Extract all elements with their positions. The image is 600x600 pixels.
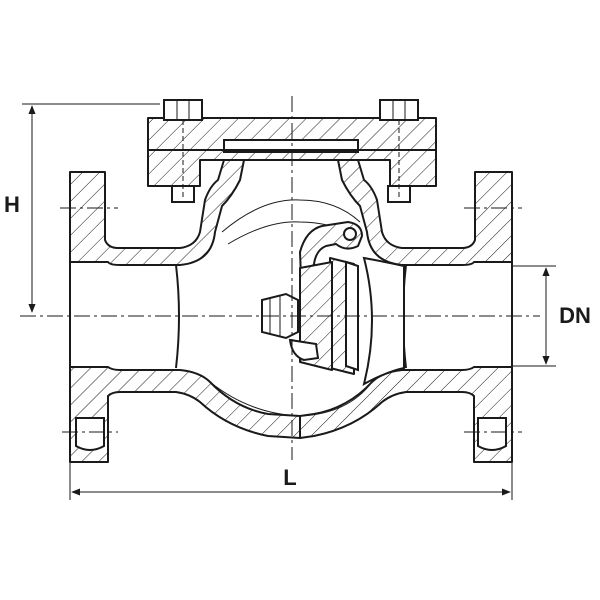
right-bore-outline — [402, 262, 513, 369]
disc-retainer — [288, 338, 320, 362]
cavity-lower-curve — [209, 381, 373, 417]
center-lines — [20, 96, 540, 460]
bonnet-lower-flange — [147, 149, 437, 187]
right-flange-lower — [299, 366, 513, 463]
seat-ring — [362, 256, 405, 386]
left-bonnet-bolt — [163, 99, 203, 203]
disc-assembly — [261, 221, 405, 386]
left-flange-bolt-slot — [75, 417, 105, 451]
right-flange-bolt-slot — [477, 417, 507, 451]
left-flange-lower — [69, 366, 301, 463]
hinge-arm — [299, 221, 363, 303]
bore-label: DN — [559, 303, 591, 328]
hinge-pin — [343, 227, 357, 241]
right-bonnet-bolt — [379, 99, 419, 203]
left-bore-outline — [69, 262, 180, 369]
bore-dimension: DN — [512, 265, 591, 367]
height-label: H — [4, 192, 20, 217]
cavity-upper-curve — [221, 199, 361, 233]
length-label: L — [283, 465, 296, 490]
height-dimension: H — [4, 103, 160, 313]
length-dimension: L — [69, 462, 513, 500]
